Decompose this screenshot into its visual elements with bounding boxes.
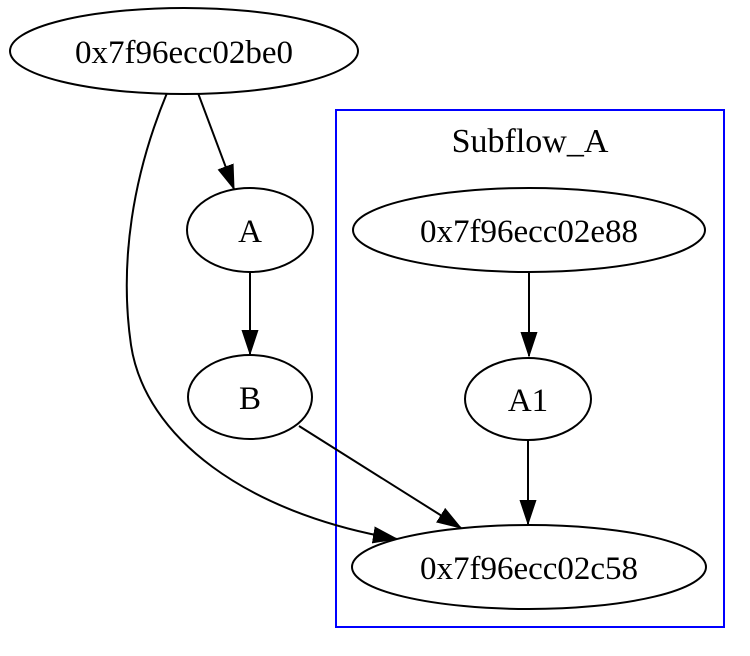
node-e88-shape <box>352 187 706 273</box>
node-be0-label: 0x7f96ecc02be0 <box>75 35 293 71</box>
edge-be0-to-a <box>197 92 235 189</box>
edge-be0-to-c58 <box>125 92 397 539</box>
edge-b-to-c58 <box>298 425 461 529</box>
node-be0-shape <box>9 7 359 95</box>
node-e88: 0x7f96ecc02e88 <box>352 187 706 273</box>
node-a1-label: A1 <box>508 383 548 419</box>
node-b: B <box>187 354 313 440</box>
cluster-border <box>335 109 725 628</box>
node-b-label: B <box>239 381 261 417</box>
node-be0: 0x7f96ecc02be0 <box>9 7 359 95</box>
node-c58-shape <box>351 524 707 610</box>
node-a1: A1 <box>464 357 592 441</box>
node-e88-label: 0x7f96ecc02e88 <box>420 214 638 250</box>
node-c58-label: 0x7f96ecc02c58 <box>420 551 638 587</box>
node-a-label: A <box>238 214 262 250</box>
node-a: A <box>186 187 314 273</box>
cluster-label: Subflow_A <box>452 123 609 160</box>
node-c58: 0x7f96ecc02c58 <box>351 524 707 610</box>
node-b-shape <box>187 354 313 440</box>
node-a1-shape <box>464 357 592 441</box>
cluster-subflow-a: Subflow_A <box>335 109 725 628</box>
node-a-shape <box>186 187 314 273</box>
